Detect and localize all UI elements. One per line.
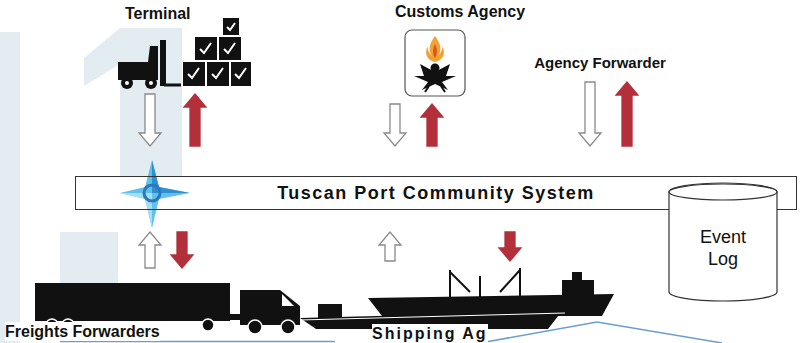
actor-node: Agency Forwarder (520, 52, 680, 78)
node-label: Shipping Ag (372, 324, 488, 343)
cylinder-top (669, 184, 777, 200)
system-logo (120, 160, 190, 228)
flow-arrow (139, 232, 161, 268)
flow-arrow (421, 104, 443, 146)
node-label: Agency Forwarder (534, 54, 666, 72)
flow-arrow (171, 232, 193, 268)
flow-arrow (616, 82, 638, 146)
ship-icon (300, 268, 614, 329)
actor-node: Terminal (110, 2, 260, 90)
flow-arrow (139, 94, 161, 146)
node-label: Tuscan Port Community System (277, 183, 595, 205)
flow-arrow (184, 94, 206, 146)
flow-arrow (499, 232, 521, 261)
database-cylinder: Event Log (668, 183, 778, 301)
actor-node: Shipping Ag (300, 265, 630, 343)
forklift-icon (118, 18, 251, 89)
node-label: Freights Forwarders (5, 322, 160, 341)
node-label: Event Log (683, 227, 763, 270)
flow-arrow (384, 104, 406, 146)
actor-node: Freights Forwarders (5, 272, 305, 340)
node-label: Customs Agency (395, 2, 525, 21)
agency-node: Customs Agency (385, 0, 550, 100)
flow-arrow (579, 82, 601, 146)
cylinder-body (669, 183, 777, 301)
node-label: Terminal (125, 4, 191, 23)
customs-emblem (405, 30, 465, 96)
flow-arrow (379, 232, 401, 261)
